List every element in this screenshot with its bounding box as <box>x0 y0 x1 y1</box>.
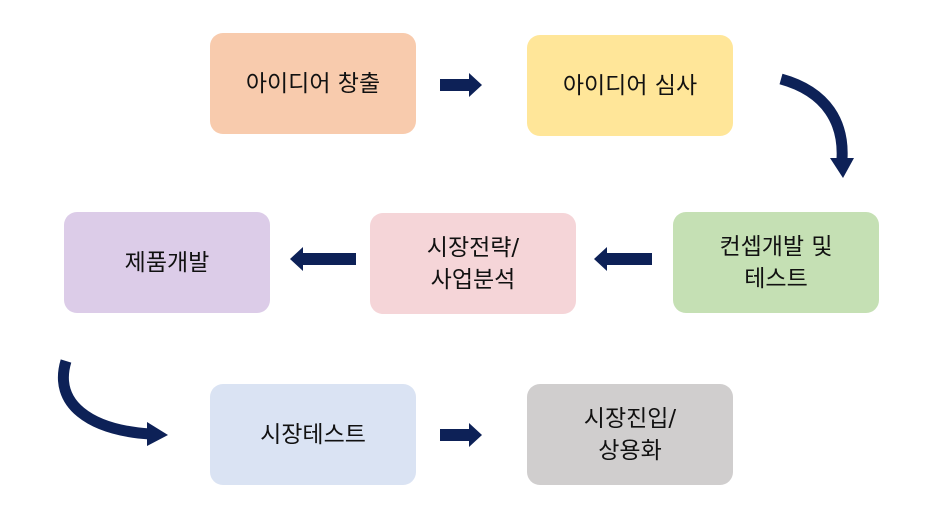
step-product-development: 제품개발 <box>64 212 270 313</box>
arrow-right-icon <box>440 73 482 97</box>
arrow-left-icon <box>290 247 356 271</box>
step-idea-screening: 아이디어 심사 <box>527 35 733 136</box>
step-commercialization: 시장진입/ 상용화 <box>527 384 733 485</box>
step-market-testing: 시장테스트 <box>210 384 416 485</box>
curved-arrow-right-icon <box>57 359 168 446</box>
step-market-strategy-business-analysis: 시장전략/ 사업분석 <box>370 213 576 314</box>
arrow-left-icon <box>594 247 652 271</box>
curved-arrow-down-icon <box>779 73 854 178</box>
step-concept-development-testing: 컨셉개발 및 테스트 <box>673 212 879 313</box>
step-idea-generation: 아이디어 창출 <box>210 33 416 134</box>
arrow-right-icon <box>440 423 482 447</box>
